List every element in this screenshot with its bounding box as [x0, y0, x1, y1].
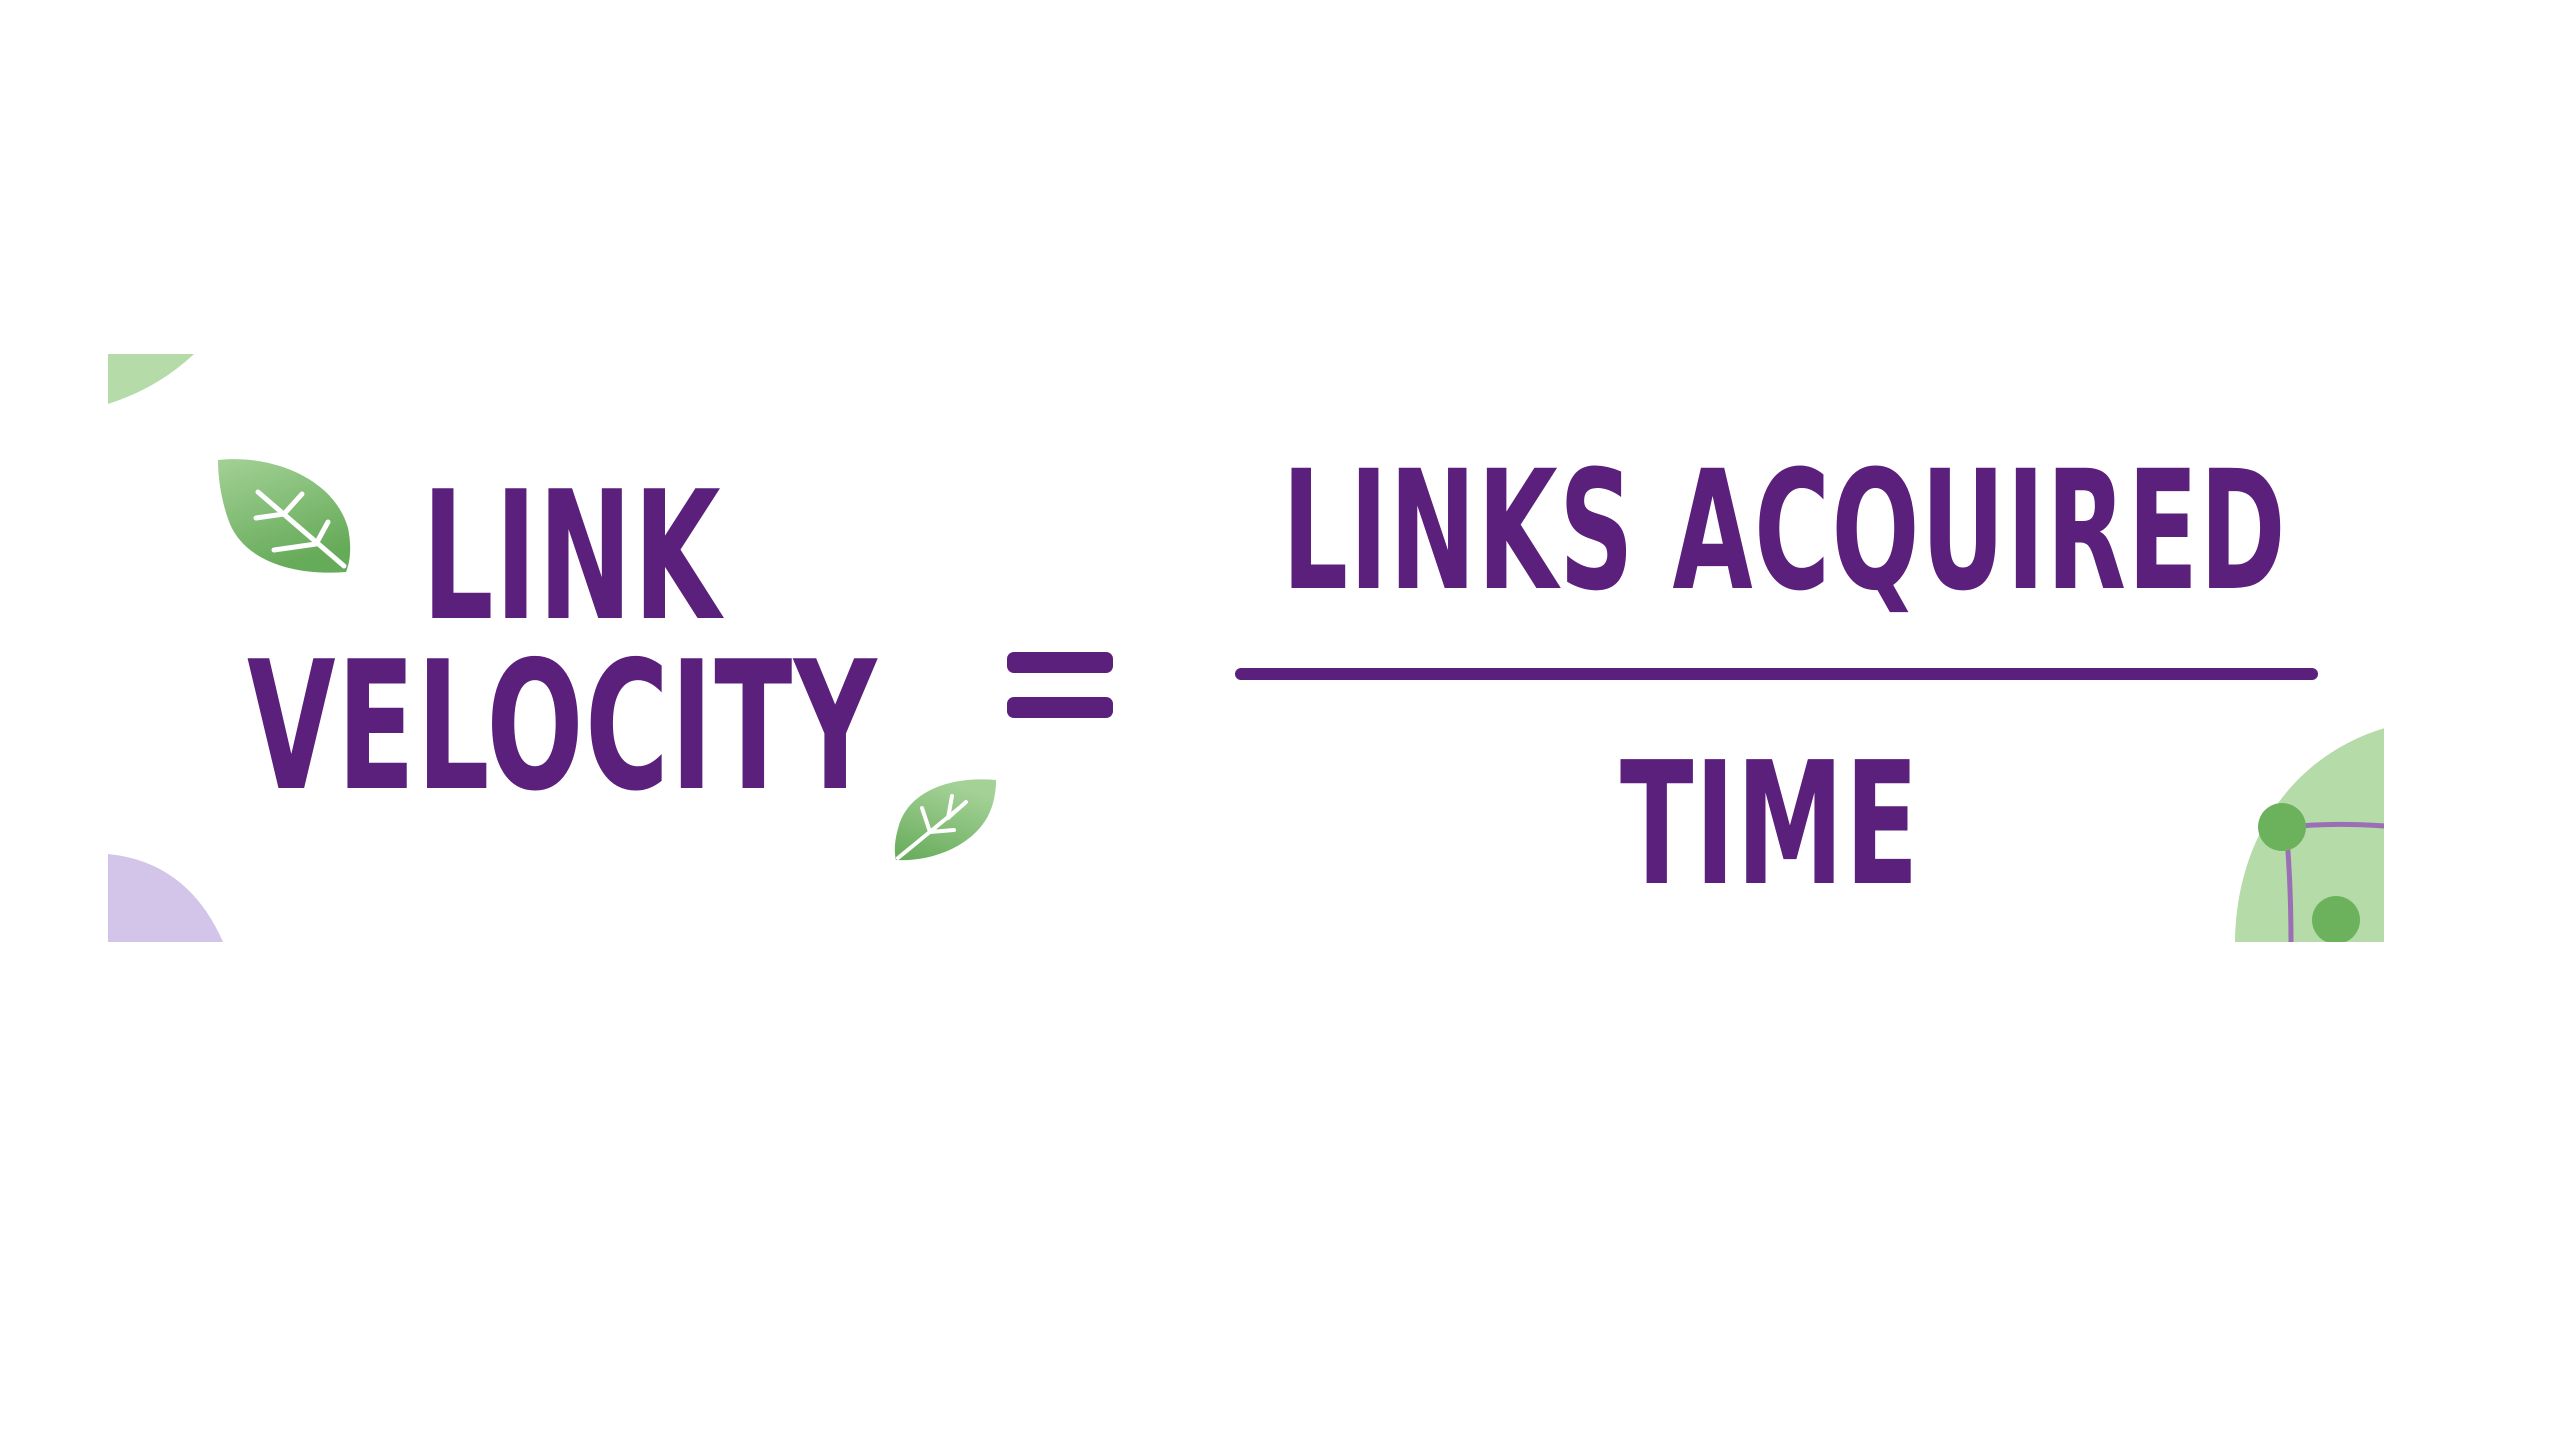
equals-bar-bottom	[1007, 697, 1113, 718]
lhs-word-velocity: VELOCITY	[247, 623, 878, 830]
network-node	[2312, 896, 2360, 942]
equals-bar-top	[1007, 652, 1113, 673]
lhs-word-link: LINK	[422, 453, 722, 660]
network-decoration	[2235, 728, 2384, 942]
network-node	[2258, 803, 2306, 851]
leaf-icon	[218, 459, 351, 573]
leaf-icon	[894, 779, 996, 861]
link-velocity-banner: LINK VELOCITY LINKS ACQUIRED TIME	[108, 354, 2384, 942]
denominator: TIME	[1620, 726, 1920, 924]
fraction-bar	[1235, 668, 2318, 680]
corner-decoration-green	[108, 354, 194, 404]
corner-decoration-lavender	[108, 854, 223, 942]
numerator: LINKS ACQUIRED	[1282, 435, 2287, 627]
